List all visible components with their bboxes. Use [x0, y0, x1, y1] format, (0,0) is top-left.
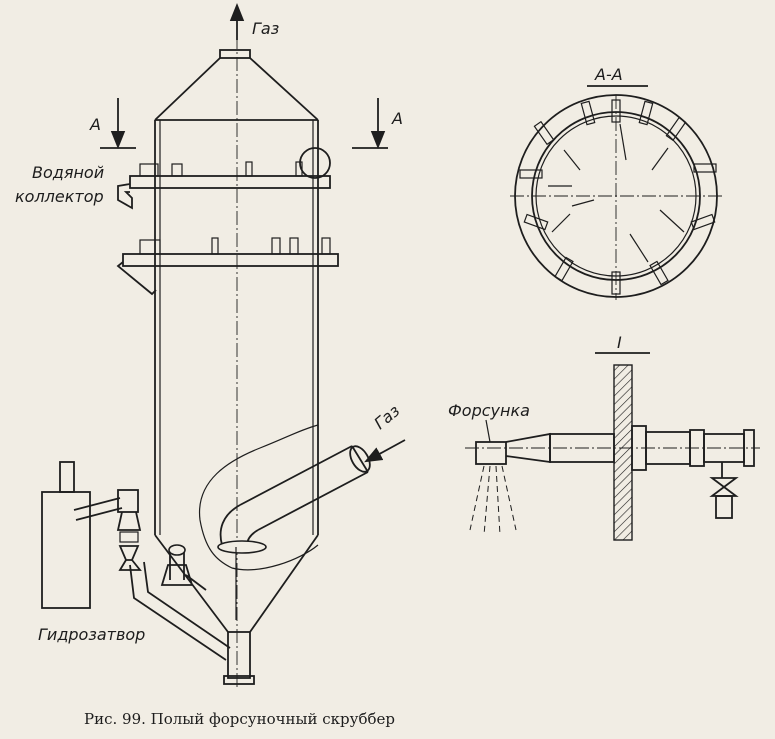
section-a-left-label: А — [89, 115, 101, 134]
figure-caption: Рис. 99. Полый форсуночный скруббер — [84, 710, 395, 728]
labels: Газ Газ А А Водяной коллектор Гидрозатво… — [15, 19, 623, 728]
water-collector-label-line1: Водяной — [32, 163, 104, 182]
hydroseal-label: Гидрозатвор — [38, 625, 145, 644]
section-a-a-title: А-А — [594, 65, 623, 84]
nozzle-label: Форсунка — [448, 401, 530, 420]
detail-i-view — [465, 352, 760, 541]
scrubber-main-view — [41, 3, 406, 690]
water-collector-label-line2: коллектор — [15, 187, 104, 206]
gas-inlet-label: Газ — [370, 401, 403, 433]
section-a-right-label: А — [391, 109, 403, 128]
section-a-a-view — [510, 85, 725, 300]
detail-i-title: I — [617, 333, 622, 352]
gas-outlet-label: Газ — [252, 19, 279, 38]
